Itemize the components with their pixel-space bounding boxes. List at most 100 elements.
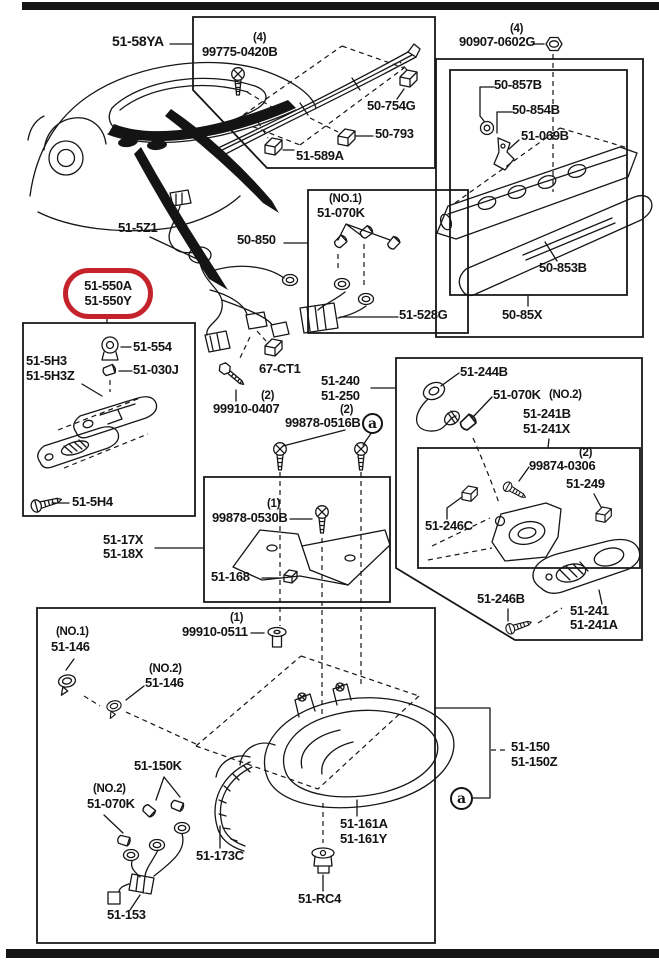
part-label-853b: 50-853B [539, 260, 587, 275]
part-label-150k: 51-150K [134, 758, 182, 773]
front-marker-inner-box [417, 447, 641, 569]
part-label-rc4: 51-RC4 [298, 891, 341, 906]
part-label-5h3z: 51-5H3Z [26, 368, 75, 383]
page-border-top [22, 2, 659, 10]
screw-icon [315, 505, 329, 534]
note-label: (NO.2) [549, 389, 582, 401]
rivet-icon [267, 626, 287, 648]
qty-label: (2) [579, 447, 593, 459]
part-label-241b: 51-241B [523, 406, 571, 421]
part-label-070k-no2b: 51-070K [87, 796, 135, 811]
socket-icon [173, 821, 191, 835]
front-marker-drawing [415, 372, 641, 636]
part-label-150: 51-150 [511, 739, 550, 754]
part-label-18x: 51-18X [103, 546, 144, 561]
part-label-153: 51-153 [107, 907, 146, 922]
mud-guard-box [203, 476, 391, 603]
part-label-spoiler: 51-58YA [112, 33, 164, 49]
pointer-arrow-1 [165, 109, 279, 213]
assembly-bracket-150 [434, 707, 507, 799]
qty-label: (2) [261, 390, 275, 402]
socket-icon [148, 838, 166, 852]
note-label: (NO.1) [56, 626, 89, 638]
part-label-241: 51-241 [570, 603, 609, 618]
part-label-146-no1: 51-146 [51, 639, 90, 654]
qty-label: (4) [510, 23, 524, 35]
part-label-5h3: 51-5H3 [26, 353, 67, 368]
part-label-17x: 51-17X [103, 532, 144, 547]
clip-icon [264, 338, 283, 357]
part-label-spoiler-screw: 99775-0420B [202, 44, 278, 59]
screw-icon [354, 442, 368, 471]
part-label-241x: 51-241X [523, 421, 571, 436]
part-label-069b: 51-069B [521, 128, 569, 143]
part-label-246c: 51-246C [425, 518, 473, 533]
part-label-554: 51-554 [133, 339, 172, 354]
clip-icon [595, 506, 612, 523]
part-label-0530b: 99878-0530B [212, 510, 288, 525]
note-label: (NO.2) [93, 783, 126, 795]
clip-icon [337, 128, 356, 147]
part-label-168: 51-168 [211, 569, 250, 584]
qty-label: (2) [340, 404, 354, 416]
highlighted-part-callout: 51-550A 51-550Y [63, 268, 153, 319]
grommet-icon [105, 698, 125, 720]
part-label-850: 50-850 [237, 232, 276, 247]
washer-icon [479, 120, 495, 136]
part-label-241a: 51-241A [570, 617, 618, 632]
highlighted-part-number: 51-550A [84, 277, 132, 293]
nut-icon [545, 36, 563, 52]
screw-icon [504, 616, 534, 636]
part-label-250: 51-250 [321, 388, 360, 403]
clip-icon [461, 485, 478, 502]
note-label: (NO.2) [149, 663, 182, 675]
part-label-857b: 50-857B [494, 77, 542, 92]
part-label-528g: 51-528G [399, 307, 448, 322]
pointer-arrow-2 [134, 147, 228, 290]
part-label-030j: 51-030J [133, 362, 179, 377]
location-arrows [134, 109, 279, 290]
part-label-5h4: 51-5H4 [72, 494, 113, 509]
part-label-754g: 50-754G [367, 98, 416, 113]
qty-label: (1) [230, 612, 244, 624]
part-label-146-no2: 51-146 [145, 675, 184, 690]
socket-harness-drawing [283, 223, 403, 334]
screw-icon [273, 442, 287, 471]
part-label-0306: 99874-0306 [529, 458, 596, 473]
qty-label: (1) [267, 498, 281, 510]
part-label-249: 51-249 [566, 476, 605, 491]
part-label-070k-no1: 51-070K [317, 205, 365, 220]
clip-icon [399, 69, 418, 88]
part-label-85x: 50-85X [502, 307, 543, 322]
detail-marker-a2: a [450, 787, 473, 810]
socket-icon [333, 277, 351, 291]
part-label-5z1: 51-5Z1 [118, 220, 158, 235]
part-label-070k-no2: 51-070K [493, 387, 541, 402]
page-border-bottom [6, 949, 659, 958]
part-label-246b: 51-246B [477, 591, 525, 606]
part-label-161a: 51-161A [340, 816, 388, 831]
mud-guard-drawing [154, 505, 391, 648]
headlamp-drawing [56, 655, 455, 911]
socket-icon [122, 848, 140, 862]
part-label-0407: 99910-0407 [213, 401, 280, 416]
bulb-icon [140, 802, 158, 820]
main-harness-drawing [149, 189, 299, 402]
part-label-150z: 51-150Z [511, 754, 558, 769]
spoiler-drawing [169, 43, 421, 157]
bulb-icon [168, 796, 187, 815]
part-label-0516b: 99878-0516B [285, 415, 361, 430]
socket-icon [357, 292, 375, 306]
bulb-icon [385, 234, 403, 252]
qty-label: (4) [253, 32, 267, 44]
bulb-icon [114, 831, 134, 850]
part-label-244b: 51-244B [460, 364, 508, 379]
bolt-icon [216, 360, 248, 389]
side-marker-box [22, 322, 196, 517]
part-label-793: 50-793 [375, 126, 414, 141]
bulb-icon [101, 362, 118, 378]
part-label-67ct1: 67-CT1 [259, 361, 301, 376]
screw-icon [501, 479, 529, 502]
